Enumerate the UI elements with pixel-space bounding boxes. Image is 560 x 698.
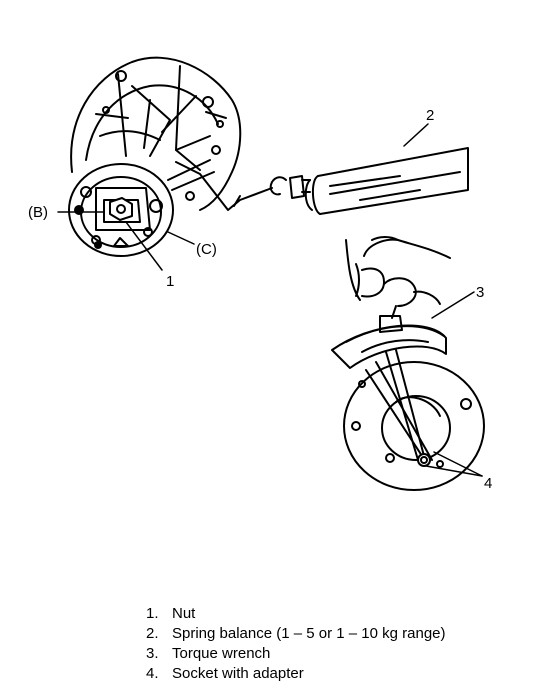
- legend-item: 3. Torque wrench: [146, 644, 446, 664]
- spring-balance-part-2: [175, 147, 469, 215]
- callout-4: 4: [484, 475, 492, 492]
- legend-text: Nut: [172, 605, 196, 622]
- legend-number: 2.: [146, 625, 159, 642]
- legend-item: 2. Spring balance (1 – 5 or 1 – 10 kg ra…: [146, 624, 446, 644]
- check-flange: [343, 361, 485, 491]
- legend-item: 4. Socket with adapter: [146, 664, 446, 684]
- callout-c: (C): [196, 241, 217, 258]
- differential-housing: [70, 56, 242, 211]
- legend-text: Socket with adapter: [172, 665, 304, 682]
- legend-number: 4.: [146, 665, 159, 682]
- torque-wrench-part-3: [331, 315, 447, 463]
- nut-part-1: [109, 197, 133, 221]
- parts-legend: 1. Nut 2. Spring balance (1 – 5 or 1 – 1…: [146, 604, 446, 684]
- legend-text: Spring balance (1 – 5 or 1 – 10 kg range…: [172, 625, 446, 642]
- callout-3: 3: [476, 284, 484, 301]
- callout-2: 2: [426, 107, 434, 124]
- callout-b: (B): [28, 204, 48, 221]
- leader-lines: [57, 123, 483, 477]
- hand: [345, 236, 451, 319]
- legend-item: 1. Nut: [146, 604, 446, 624]
- diagram-figure: (B) (C) 1 2 3 4: [28, 56, 492, 492]
- callout-1: 1: [166, 273, 174, 290]
- legend-text: Torque wrench: [172, 645, 271, 662]
- legend-number: 3.: [146, 645, 159, 662]
- legend-number: 1.: [146, 605, 159, 622]
